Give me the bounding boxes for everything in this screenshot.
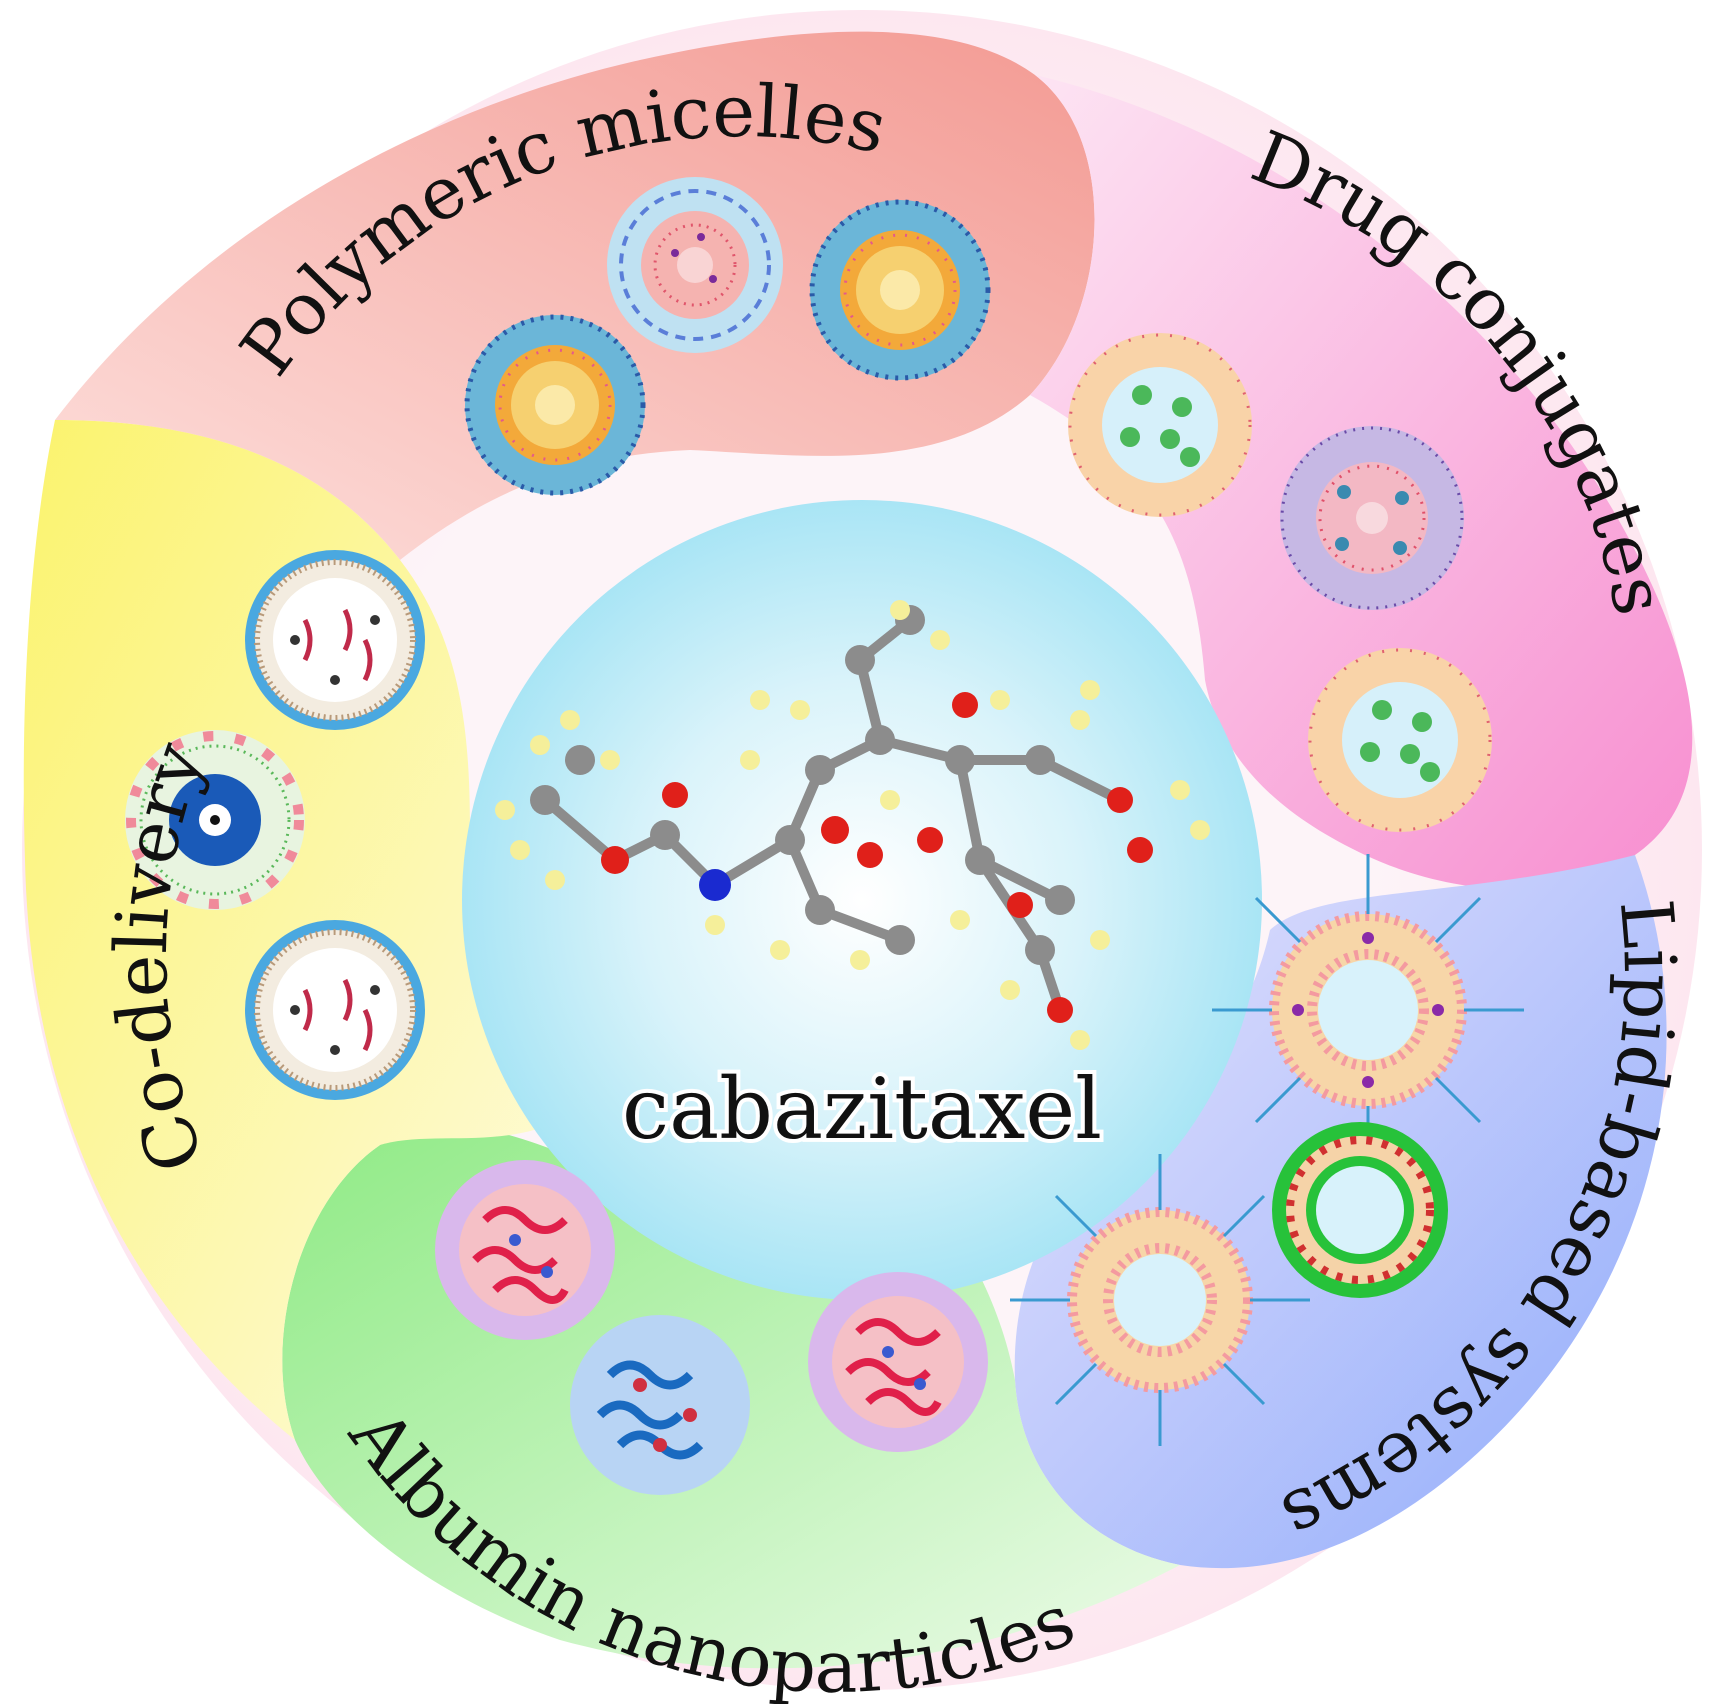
conjugate-particle-middle — [1280, 426, 1464, 610]
segment-co-delivery — [23, 420, 560, 1440]
codelivery-particle-top — [245, 550, 425, 730]
segment-polymeric-micelles — [55, 31, 1095, 560]
albumin-particle-middle — [570, 1315, 750, 1495]
codelivery-particle-bottom — [245, 920, 425, 1100]
center-circle — [462, 500, 1262, 1300]
center-label: cabazitaxel — [622, 1060, 1102, 1158]
codelivery-particle-middle — [125, 730, 305, 910]
micelle-particle-top — [607, 177, 783, 353]
conjugate-particle-bottom — [1308, 648, 1492, 832]
conjugate-particle-top — [1068, 333, 1252, 517]
micelle-particle-right — [809, 199, 991, 381]
liposome-particle-bottom — [1010, 1154, 1310, 1446]
cabazitaxel-molecule — [495, 600, 1210, 1050]
micelle-particle-left — [464, 314, 646, 496]
liposome-particle-green — [1272, 1122, 1448, 1298]
liposome-particle-top — [1212, 854, 1524, 1166]
albumin-particle-right — [808, 1272, 988, 1452]
albumin-particle-left — [435, 1160, 615, 1340]
